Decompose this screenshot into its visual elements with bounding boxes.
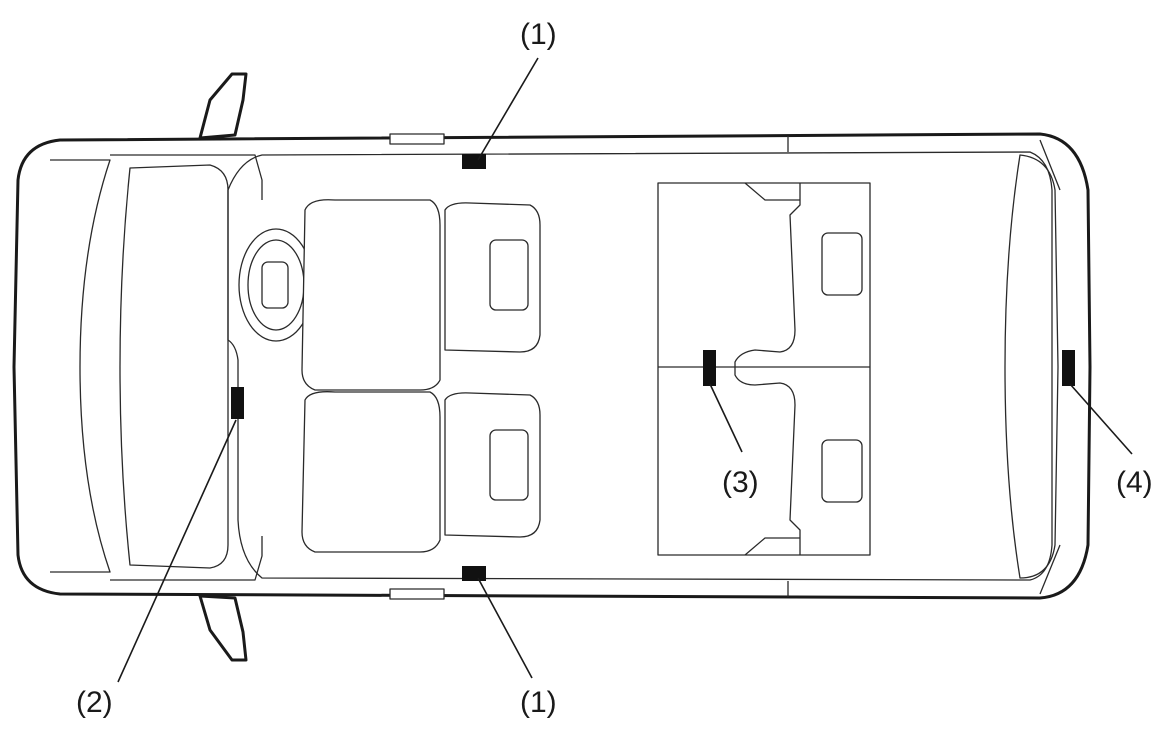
rear-pillar-bottom	[1039, 544, 1061, 595]
right-mirror	[198, 594, 248, 662]
steering-hub	[261, 261, 289, 309]
rear-seat-top-notch	[744, 182, 800, 201]
driver-seat-cushion	[301, 199, 441, 391]
vehicle-body	[12, 132, 1092, 600]
windshield	[119, 164, 229, 569]
module-4	[1062, 350, 1075, 386]
module-2	[231, 387, 244, 419]
callout-1-bottom: (1)	[520, 686, 557, 719]
callout-3: (3)	[722, 466, 759, 499]
door-handle-right	[389, 588, 445, 600]
rear-headrest-right	[821, 439, 863, 503]
module-1-top	[462, 154, 486, 169]
callout-2: (2)	[76, 686, 113, 719]
a-pillar-bottom	[110, 536, 263, 581]
leader-3	[709, 383, 743, 453]
rear-seat-bottom-notch	[744, 537, 800, 556]
callout-4: (4)	[1116, 466, 1153, 499]
module-1-bottom	[462, 566, 486, 581]
module-3	[703, 350, 716, 386]
left-mirror	[198, 72, 248, 140]
rear-seatback-line	[734, 183, 801, 555]
a-pillar-top	[110, 154, 263, 200]
rear-headrest-left	[821, 232, 863, 296]
rear-window	[1004, 154, 1059, 579]
leader-1-top	[477, 57, 539, 161]
leader-1-bottom	[477, 577, 533, 679]
driver-headrest	[489, 239, 529, 311]
cabin-interior	[227, 151, 1053, 581]
door-handle-left	[389, 133, 445, 145]
callout-1-top: (1)	[520, 18, 557, 51]
leader-2	[117, 419, 237, 683]
passenger-seat-cushion	[301, 391, 441, 553]
leader-4	[1069, 383, 1133, 455]
rear-pillar-top	[1039, 139, 1061, 191]
passenger-headrest	[489, 429, 529, 501]
hood-line	[50, 159, 111, 573]
